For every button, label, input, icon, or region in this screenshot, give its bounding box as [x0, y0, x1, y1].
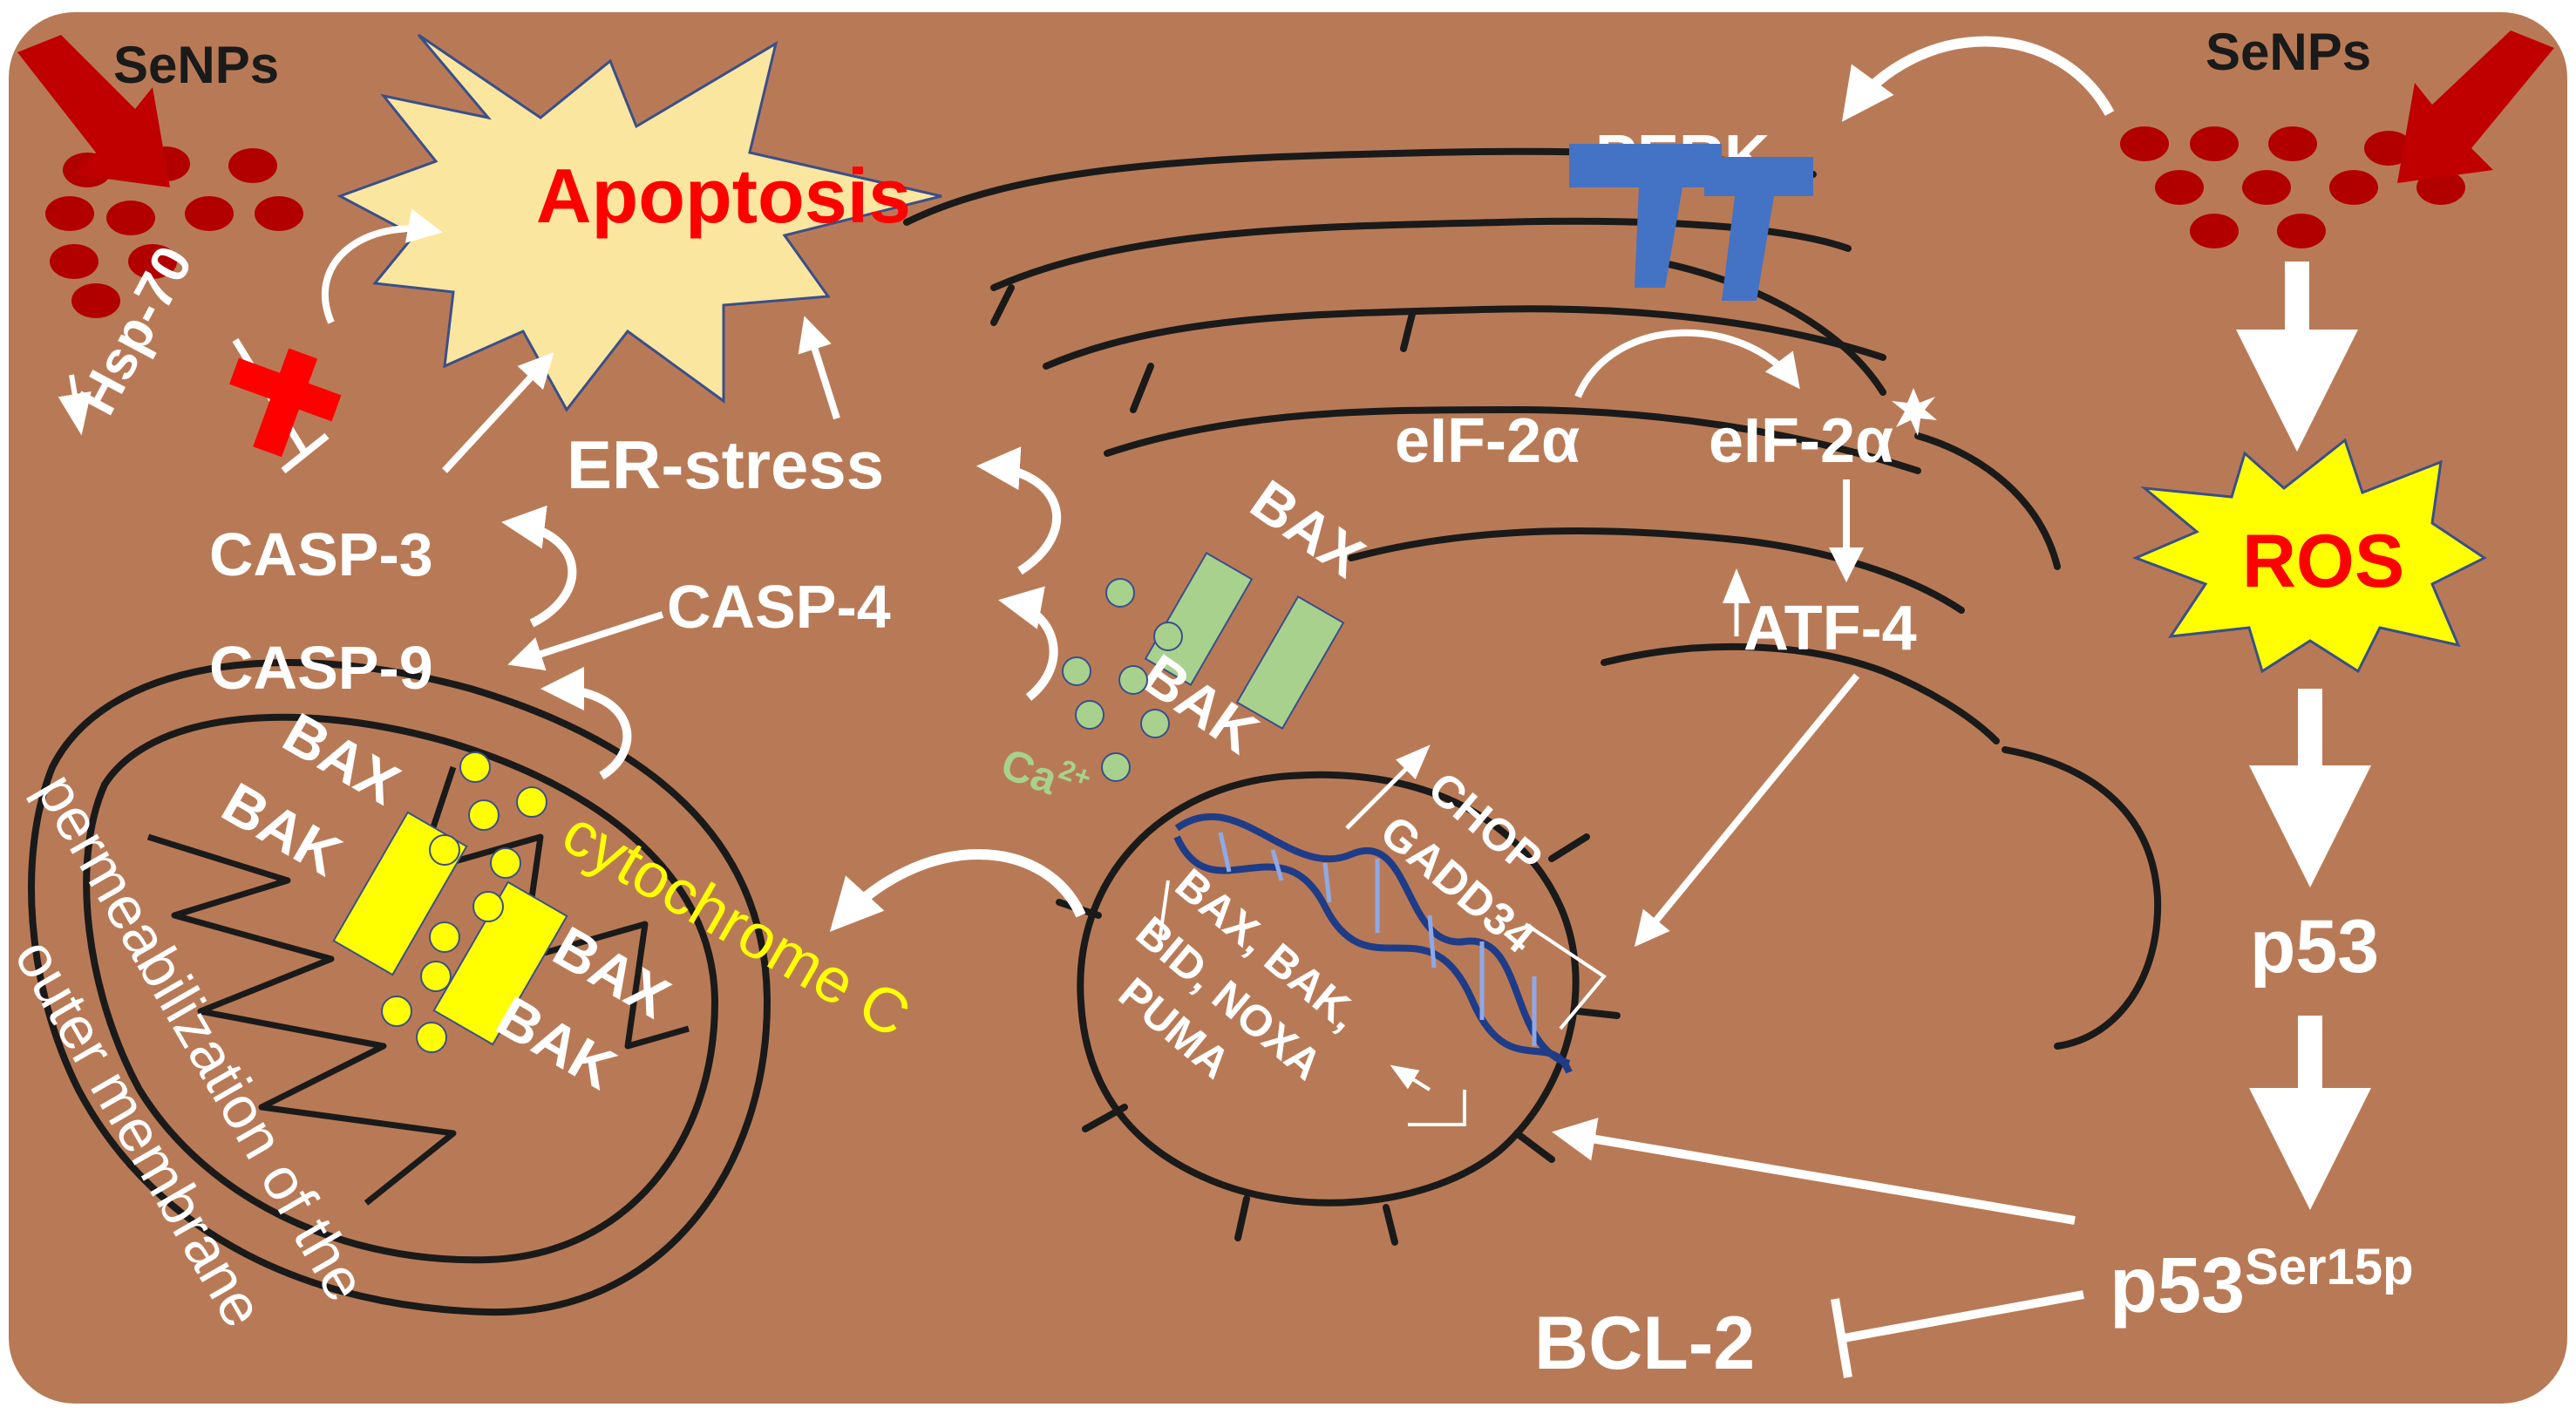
bcl2-label: BCL-2: [1534, 1302, 1755, 1385]
dna-helix: [1173, 812, 1573, 1074]
atf4-to-nucleus-arrow: [1634, 673, 1860, 948]
casp9-label: CASP-9: [209, 634, 433, 702]
ca-to-er-stress-arrow: [976, 446, 1061, 575]
casp3-to-apoptosis-arrow: [442, 352, 554, 473]
er-stress-to-apoptosis-arrow: [798, 316, 840, 420]
casp3-label: CASP-3: [209, 520, 433, 588]
atf4-label: ATF-4: [1743, 594, 1917, 663]
er-stress-label: ER-stress: [567, 426, 884, 503]
cytc-to-casp9-arrow: [540, 667, 632, 780]
senps-to-perk-arrow: [1841, 36, 2115, 122]
apoptosis-starburst: [336, 33, 942, 412]
p53ser-to-nucleus-arrow: [1552, 1118, 2076, 1225]
casp4-label: CASP-4: [667, 573, 891, 641]
calcium-ions: [1062, 578, 1183, 782]
ros-label: ROS: [2242, 520, 2404, 603]
nucleus-export-arrow: [829, 849, 1086, 932]
p53-label: p53: [2250, 905, 2379, 989]
apoptosis-label: Apoptosis: [536, 153, 911, 239]
ros-burst: [2131, 438, 2487, 674]
perk-receptor-2: [1704, 157, 1813, 301]
casp9-to-casp3-arrow: [501, 505, 577, 628]
cytochrome-c-particles: [381, 751, 547, 1053]
bax-pore-er-2: [1235, 595, 1345, 730]
hsp70-curve-arrow: [322, 208, 443, 324]
p53ser-inhibits-bcl2: [1831, 1290, 2084, 1378]
red-cross-icon: [229, 348, 342, 458]
phospho-star-icon: [1892, 388, 1937, 436]
senps-entry-arrow-left: [17, 35, 170, 187]
nuclear-pores: [1056, 833, 1621, 1246]
bax-pore-mito-2: [432, 880, 568, 1046]
senps-entry-arrow-right: [2397, 31, 2554, 183]
senps-label-left: SeNPs: [113, 36, 279, 94]
eif2a-label-1: eIF-2α: [1395, 406, 1580, 476]
eif2a-label-2: eIF-2α: [1709, 406, 1893, 476]
genes-up-arrow: [1390, 1064, 1431, 1091]
senps-label-right: SeNPs: [2206, 23, 2371, 81]
chop-bracket: [1524, 922, 1607, 1030]
nucleus: [1077, 771, 1580, 1207]
ca-to-casp4-arrow: [998, 586, 1058, 701]
chop-up-arrow: [1345, 744, 1431, 830]
genes-bracket: [1158, 880, 1466, 1126]
senps-cluster-left: [45, 146, 303, 318]
p53ser-label: p53Ser15p: [2110, 1239, 2414, 1329]
perk-receptor: [1569, 144, 1722, 288]
senps-cluster-right: [2120, 126, 2465, 248]
hsp70-down-arrow: [58, 374, 92, 436]
bax-pore-er-1: [1144, 552, 1254, 686]
casp4-to-casp9-arrow: [507, 611, 664, 671]
endoplasmic-reticulum: [903, 147, 2162, 1050]
eif2a-phosphorylation-arrow: [1574, 329, 1800, 398]
